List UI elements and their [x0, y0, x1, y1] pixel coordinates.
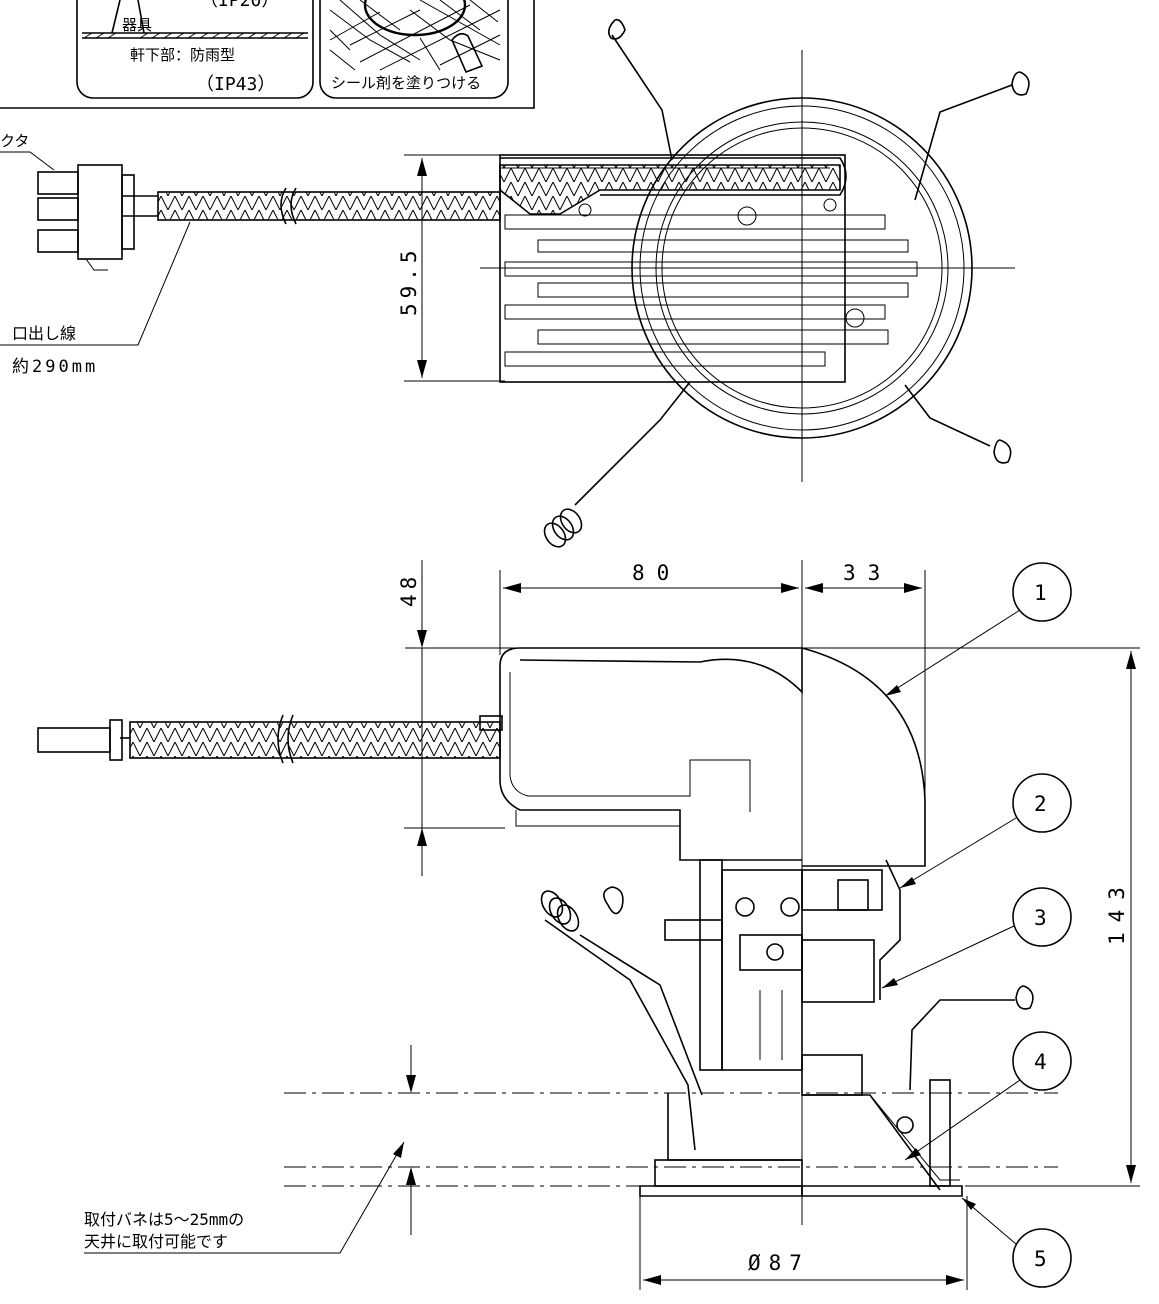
heat-sink-fins — [504, 214, 918, 367]
ip-top-label: （IP20） — [200, 0, 279, 11]
lead-label: 口出し線 — [12, 324, 76, 343]
mounting-note: 取付バネは5～25mmの 天井に取付可能です — [84, 1141, 405, 1254]
total-height-label: 143 — [1105, 877, 1129, 945]
callout-5: 5 — [1034, 1247, 1047, 1271]
side-view — [37, 560, 1140, 1225]
side-dimensions: 48 80 33 143 Ø87 — [397, 560, 1140, 1290]
coil-spring-side — [540, 890, 580, 932]
callout-3: 3 — [1034, 906, 1047, 930]
callouts: 1 2 3 4 5 — [881, 562, 1072, 1288]
note-line-1: 取付バネは5～25mmの — [84, 1210, 244, 1229]
connector-plan — [37, 164, 135, 271]
plan-view — [37, 18, 1030, 548]
connector-label: クタ — [0, 132, 29, 150]
width-right-label: 33 — [843, 561, 892, 585]
ip-bottom-label: （IP43） — [196, 74, 275, 95]
connector-side — [37, 715, 503, 761]
width-left-label: 80 — [632, 561, 681, 585]
sealant-illustration — [329, 0, 501, 74]
callout-2: 2 — [1034, 792, 1047, 816]
fixture-label: 器具 — [122, 16, 152, 34]
coil-spring-plan — [543, 508, 583, 548]
legend-box: 器具 （IP20） 軒下部：防雨型 （IP43） シール剤を塗りつける — [0, 0, 535, 109]
eaves-label: 軒下部：防雨型 — [130, 46, 235, 64]
plan-height-label: 59.5 — [397, 245, 421, 316]
callout-1: 1 — [1034, 581, 1047, 605]
depth-top-label: 48 — [397, 572, 421, 607]
lead-length: 約290mm — [12, 357, 98, 377]
wire-labels: クタ 口出し線 約290mm — [0, 132, 191, 377]
diameter-label: Ø87 — [748, 1251, 810, 1275]
note-line-2: 天井に取付可能です — [84, 1232, 228, 1251]
sealant-label: シール剤を塗りつける — [331, 74, 481, 92]
plan-dimension: 59.5 — [397, 154, 505, 382]
callout-4: 4 — [1034, 1050, 1047, 1074]
